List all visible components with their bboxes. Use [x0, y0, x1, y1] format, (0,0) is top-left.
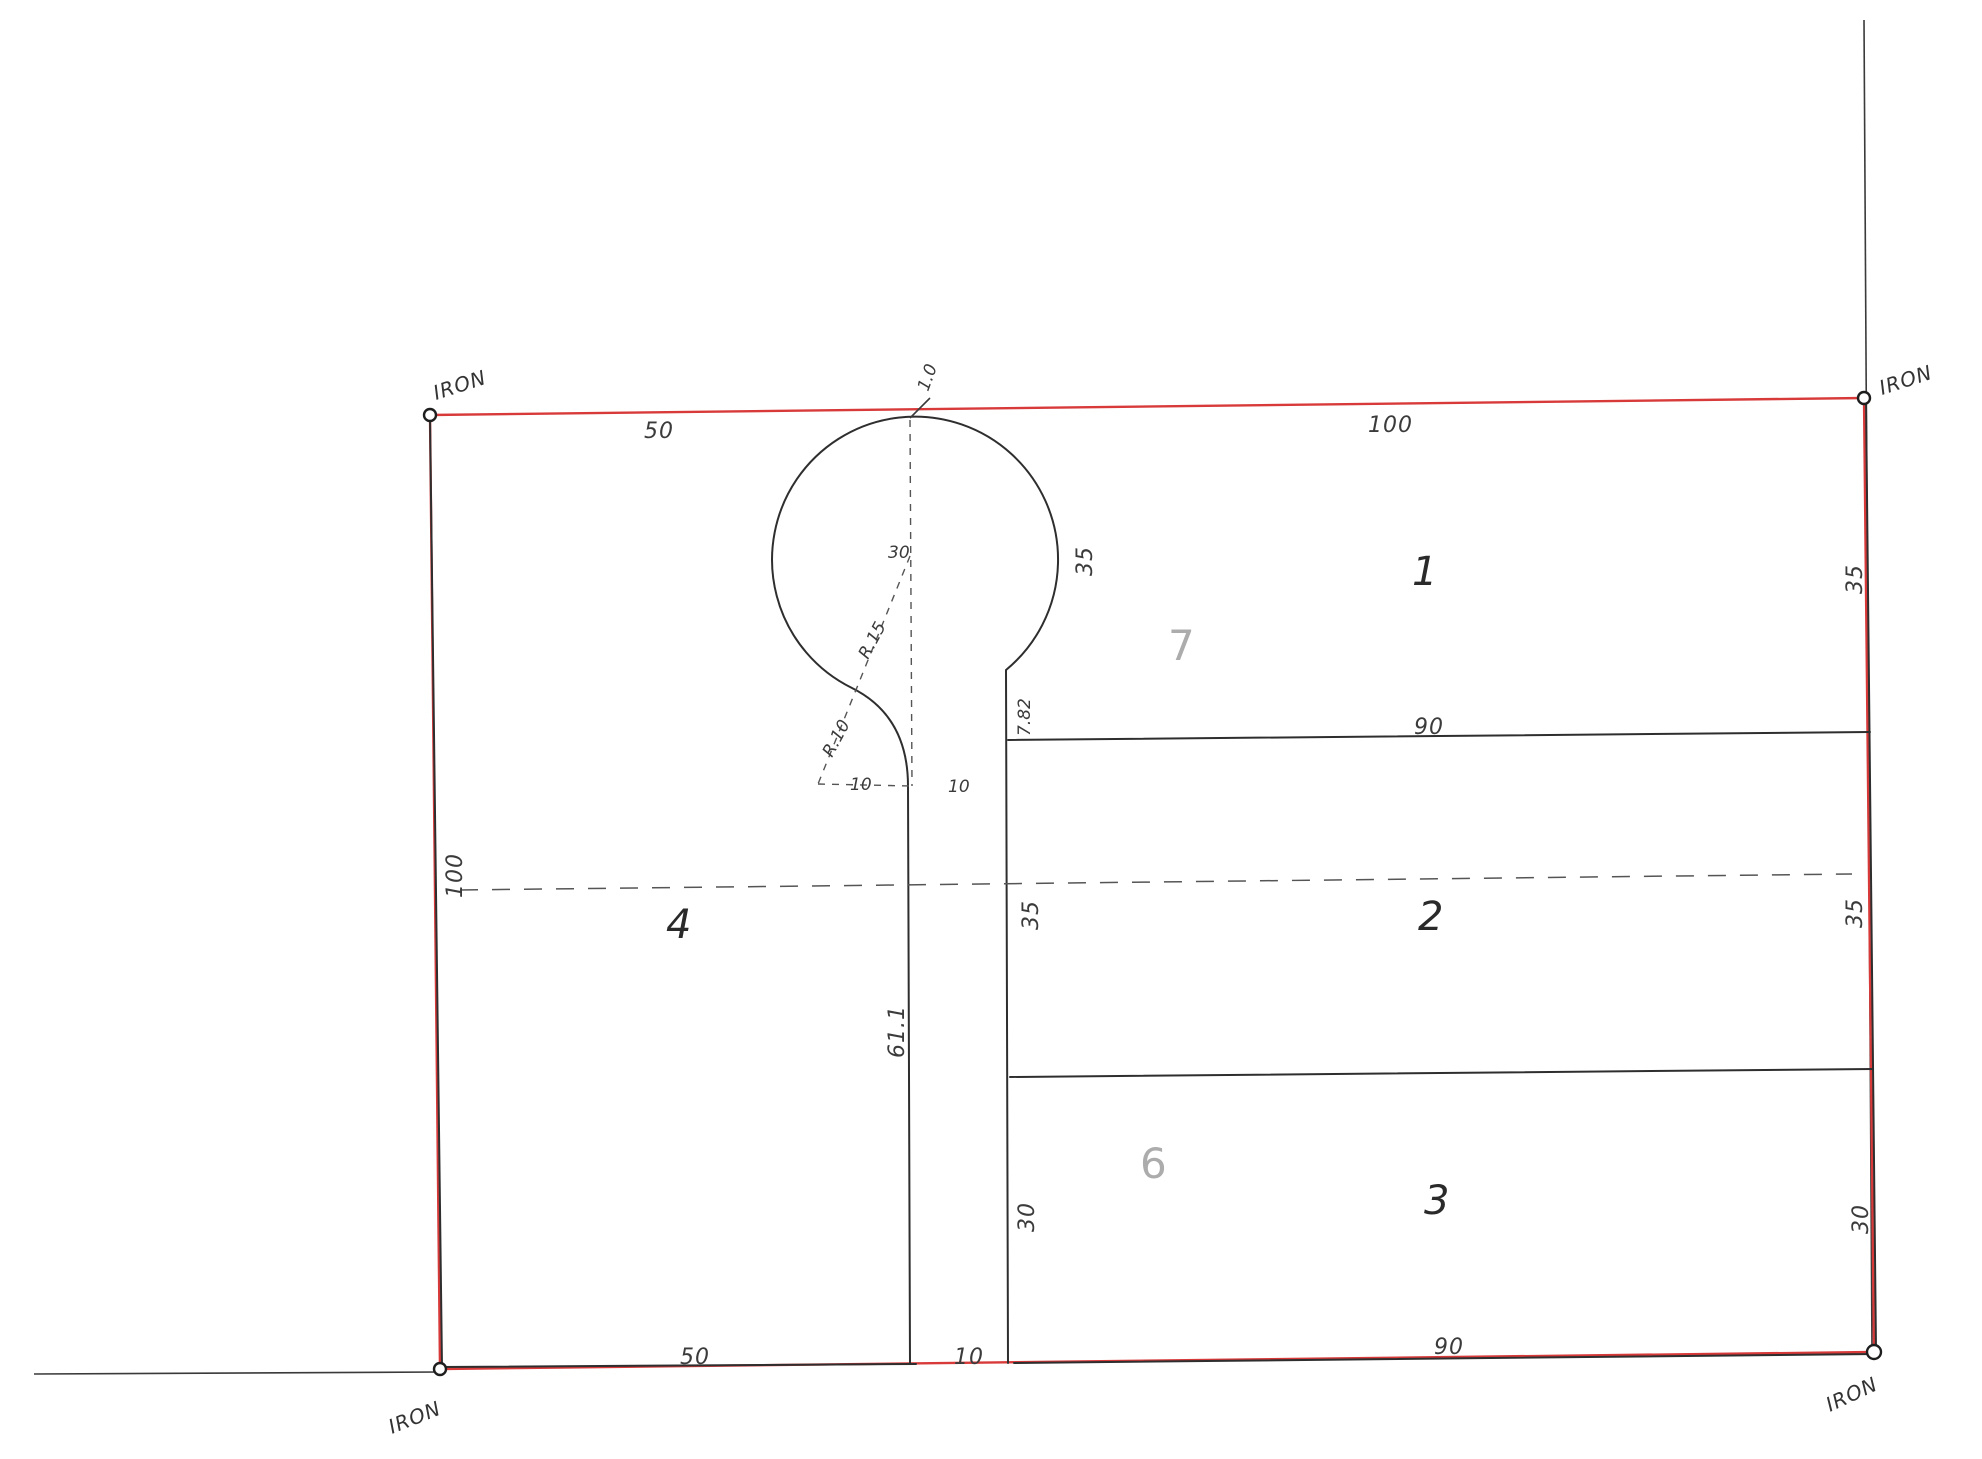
iron-marker-se	[1865, 1343, 1883, 1361]
dashed-circle-axis	[909, 419, 913, 787]
lot-number-1: 1	[1412, 549, 1437, 595]
dim-street-30: 30	[1015, 1202, 1040, 1232]
dim-east-35-middle: 35	[1843, 898, 1868, 928]
south-reference-line	[33, 1371, 441, 1375]
lot-line-1-2	[1007, 731, 1871, 741]
dim-circle-edge-35: 35	[1073, 546, 1098, 576]
boundary-east	[1862, 397, 1876, 1353]
dim-west-100: 100	[443, 853, 468, 898]
leader-top	[909, 397, 931, 419]
lot-number-3: 3	[1424, 1178, 1449, 1224]
dim-bottom-mid-10: 10	[954, 1345, 984, 1370]
lot-number-4: 4	[666, 902, 691, 948]
dim-bottom-right-90: 90	[1434, 1335, 1464, 1360]
dim-offset-10-left: 10	[850, 775, 872, 795]
dashed-center-line	[459, 873, 1853, 891]
dim-neck-7-82: 7.82	[1015, 698, 1035, 736]
lot-lines	[1007, 731, 1874, 1078]
dim-street-35: 35	[1019, 900, 1044, 930]
dim-east-30-lower: 30	[1849, 1204, 1874, 1234]
dim-top-left-50: 50	[644, 419, 674, 444]
faint-lot-number-6: 6	[1140, 1139, 1167, 1188]
iron-marker-sw	[432, 1361, 448, 1377]
construction-lines	[459, 397, 1853, 891]
faint-lot-number-7: 7	[1168, 621, 1195, 670]
cul-de-sac-outline	[771, 415, 1060, 1365]
south-line-west	[441, 1363, 917, 1368]
dim-stem-61-1: 61.1	[885, 1005, 910, 1058]
dim-east-35-upper: 35	[1843, 564, 1868, 594]
dim-circle-30: 30	[888, 543, 910, 563]
east-line	[1865, 399, 1877, 1351]
dim-offset-10-right: 10	[948, 777, 970, 797]
dim-lot-line-90: 90	[1414, 715, 1444, 740]
dim-top-right-100: 100	[1368, 413, 1413, 438]
dashed-offset-line	[817, 783, 913, 787]
iron-marker-nw	[422, 407, 438, 423]
lot-numbers: 1 2 3 4 7 6	[666, 549, 1449, 1224]
iron-marker-ne	[1856, 390, 1872, 406]
lot-line-2-3	[1009, 1068, 1874, 1078]
dim-bottom-left-50: 50	[680, 1345, 710, 1370]
access-road	[771, 415, 1060, 1365]
boundary-ink	[429, 399, 1877, 1368]
south-line-east	[1013, 1353, 1877, 1364]
boundary-north	[429, 396, 1865, 417]
west-line	[429, 416, 443, 1368]
lot-number-2: 2	[1418, 894, 1443, 940]
